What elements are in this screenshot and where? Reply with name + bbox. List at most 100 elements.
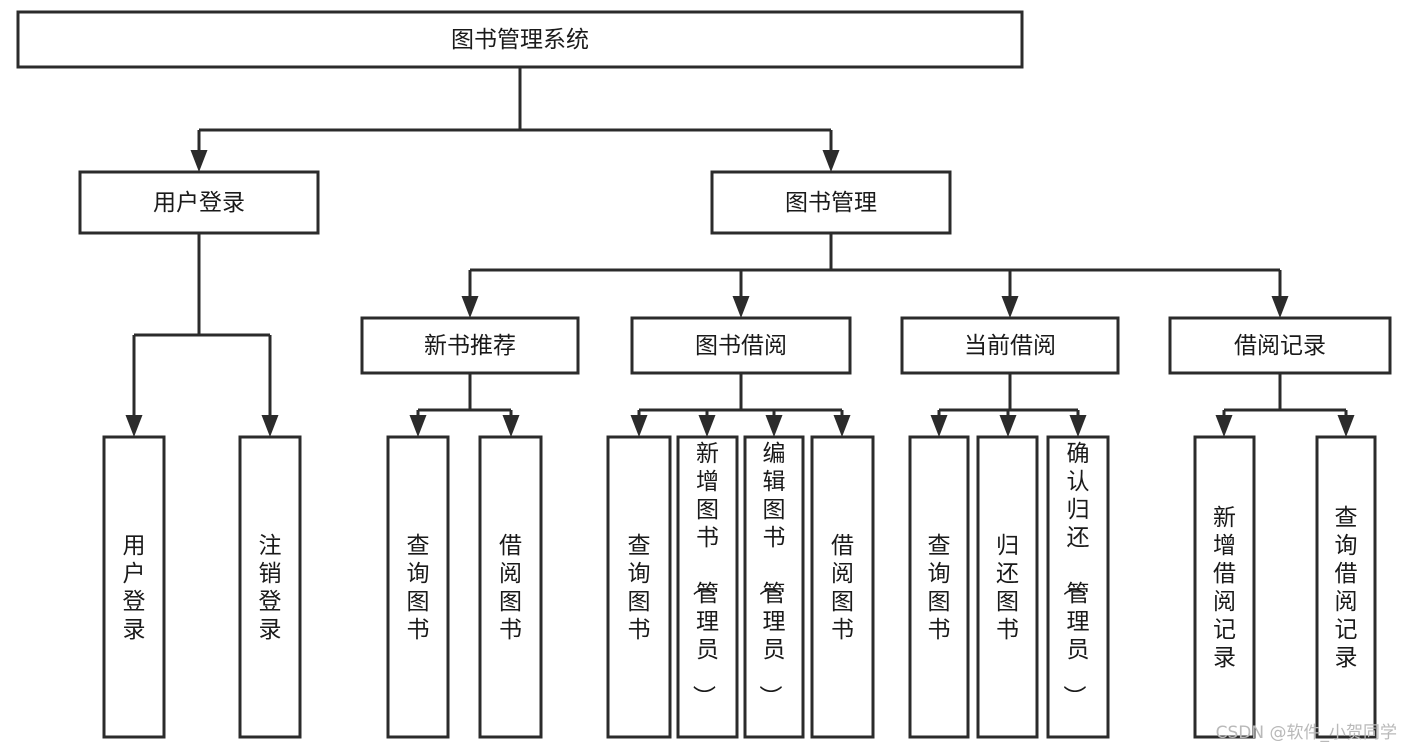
node-box-leaf-confirm-return-admin [1046, 435, 1110, 739]
node-leaf-query-borrow-record[interactable]: 查询借阅记录 [1315, 435, 1377, 739]
label-char: 询 [407, 561, 430, 587]
label-char: 员 [696, 637, 719, 663]
node-leaf-add-borrow-record[interactable]: 新增借阅记录 [1193, 435, 1256, 739]
book-manage-arrow-2-head [1001, 296, 1019, 318]
node-label-leaf-edit-book-admin: 编辑图书（管理员） [757, 441, 786, 708]
node-new-book-recommend[interactable]: 新书推荐 [360, 316, 580, 375]
node-leaf-query-book-borrow[interactable]: 查询图书 [606, 435, 672, 739]
label-char: 登 [123, 589, 146, 615]
node-box-leaf-user-login [102, 435, 166, 739]
node-label-leaf-query-borrow-record: 查询借阅记录 [1335, 505, 1358, 671]
node-user-login[interactable]: 用户登录 [78, 170, 320, 235]
label-char: 新 [1213, 505, 1236, 531]
new-book-recommend-arrow-1-head [502, 415, 520, 437]
label-char: 户 [123, 561, 146, 587]
label-char: 登 [259, 589, 282, 615]
label-char: ） [690, 685, 716, 708]
label-char: 询 [628, 561, 651, 587]
node-label-leaf-logout: 注销登录 [259, 533, 282, 643]
node-box-leaf-borrow-book-recommend [478, 435, 543, 739]
node-leaf-logout[interactable]: 注销登录 [238, 435, 302, 739]
user-login-arrow-0-head [125, 415, 143, 437]
label-char: 图 [696, 497, 719, 523]
label-char: 阅 [499, 561, 522, 587]
node-box-leaf-query-book-current [908, 435, 970, 739]
label-char: 借 [831, 533, 854, 559]
node-current-borrow[interactable]: 当前借阅 [900, 316, 1120, 375]
label-char: 查 [407, 533, 430, 559]
borrow-record-arrow-0-head [1215, 415, 1233, 437]
label-char: 新 [696, 441, 719, 467]
node-leaf-edit-book-admin[interactable]: 编辑图书（管理员） [743, 435, 805, 739]
node-layer: 图书管理系统用户登录图书管理新书推荐图书借阅当前借阅借阅记录用户登录注销登录查询… [16, 10, 1392, 739]
watermark-label: CSDN @软件_小贺同学 [1215, 723, 1397, 743]
current-borrow-arrow-2-head [1069, 415, 1087, 437]
root-arrow-0-head [190, 150, 208, 172]
label-char: 还 [1067, 525, 1090, 551]
node-leaf-add-book-admin[interactable]: 新增图书（管理员） [676, 435, 739, 739]
node-leaf-user-login[interactable]: 用户登录 [102, 435, 166, 739]
label-char: 书 [628, 617, 651, 643]
label-char: 阅 [1213, 589, 1236, 615]
label-char: 阅 [831, 561, 854, 587]
node-label-leaf-query-book-borrow: 查询图书 [628, 533, 651, 643]
connector-layer [125, 67, 1355, 437]
label-char: 归 [1067, 497, 1090, 523]
book-manage-arrow-0-head [461, 296, 479, 318]
node-box-book-manage [710, 170, 952, 235]
borrow-record-arrow-1-head [1337, 415, 1355, 437]
label-char: 书 [831, 617, 854, 643]
node-leaf-query-book-current[interactable]: 查询图书 [908, 435, 970, 739]
node-leaf-confirm-return-admin[interactable]: 确认归还（管理员） [1046, 435, 1110, 739]
node-box-book-borrow [630, 316, 852, 375]
node-box-leaf-edit-book-admin [743, 435, 805, 739]
label-char: （ [690, 573, 716, 596]
label-char: 书 [407, 617, 430, 643]
label-char: 图 [407, 589, 430, 615]
label-char: 查 [928, 533, 951, 559]
book-borrow-arrow-2-head [765, 415, 783, 437]
label-char: 编 [763, 441, 786, 467]
label-char: 员 [763, 637, 786, 663]
label-char: 确 [1067, 441, 1090, 467]
label-char: 录 [123, 617, 146, 643]
label-char: 录 [1213, 645, 1236, 671]
label-char: 图 [831, 589, 854, 615]
node-root[interactable]: 图书管理系统 [16, 10, 1024, 69]
node-label-leaf-query-book-current: 查询图书 [928, 533, 951, 643]
root-arrow-1-head [822, 150, 840, 172]
node-box-leaf-query-book-borrow [606, 435, 672, 739]
label-char: 员 [1067, 637, 1090, 663]
node-borrow-record[interactable]: 借阅记录 [1168, 316, 1392, 375]
node-box-root [16, 10, 1024, 69]
node-leaf-borrow-book[interactable]: 借阅图书 [810, 435, 875, 739]
label-char: 询 [928, 561, 951, 587]
label-char: （ [1061, 573, 1087, 596]
label-char: 书 [696, 525, 719, 551]
label-char: 图 [928, 589, 951, 615]
book-borrow-arrow-1-head [698, 415, 716, 437]
node-book-manage[interactable]: 图书管理 [710, 170, 952, 235]
node-label-leaf-add-borrow-record: 新增借阅记录 [1213, 505, 1236, 671]
node-label-leaf-borrow-book: 借阅图书 [831, 533, 854, 643]
node-label-borrow-record: 借阅记录 [1234, 333, 1326, 359]
current-borrow-arrow-1-head [999, 415, 1017, 437]
node-label-leaf-user-login: 用户登录 [123, 533, 146, 643]
label-char: 阅 [1335, 589, 1358, 615]
node-box-leaf-return-book [976, 435, 1039, 739]
node-label-book-borrow: 图书借阅 [695, 333, 787, 359]
node-leaf-return-book[interactable]: 归还图书 [976, 435, 1039, 739]
node-label-root: 图书管理系统 [451, 27, 589, 53]
node-label-leaf-return-book: 归还图书 [996, 533, 1019, 643]
node-label-new-book-recommend: 新书推荐 [424, 333, 516, 359]
label-char: 记 [1213, 617, 1236, 643]
label-char: 询 [1335, 533, 1358, 559]
label-char: 归 [996, 533, 1019, 559]
book-borrow-arrow-3-head [833, 415, 851, 437]
node-leaf-query-book-recommend[interactable]: 查询图书 [386, 435, 450, 739]
label-char: 理 [763, 609, 786, 635]
label-char: 借 [1213, 561, 1236, 587]
node-book-borrow[interactable]: 图书借阅 [630, 316, 852, 375]
node-box-new-book-recommend [360, 316, 580, 375]
node-leaf-borrow-book-recommend[interactable]: 借阅图书 [478, 435, 543, 739]
